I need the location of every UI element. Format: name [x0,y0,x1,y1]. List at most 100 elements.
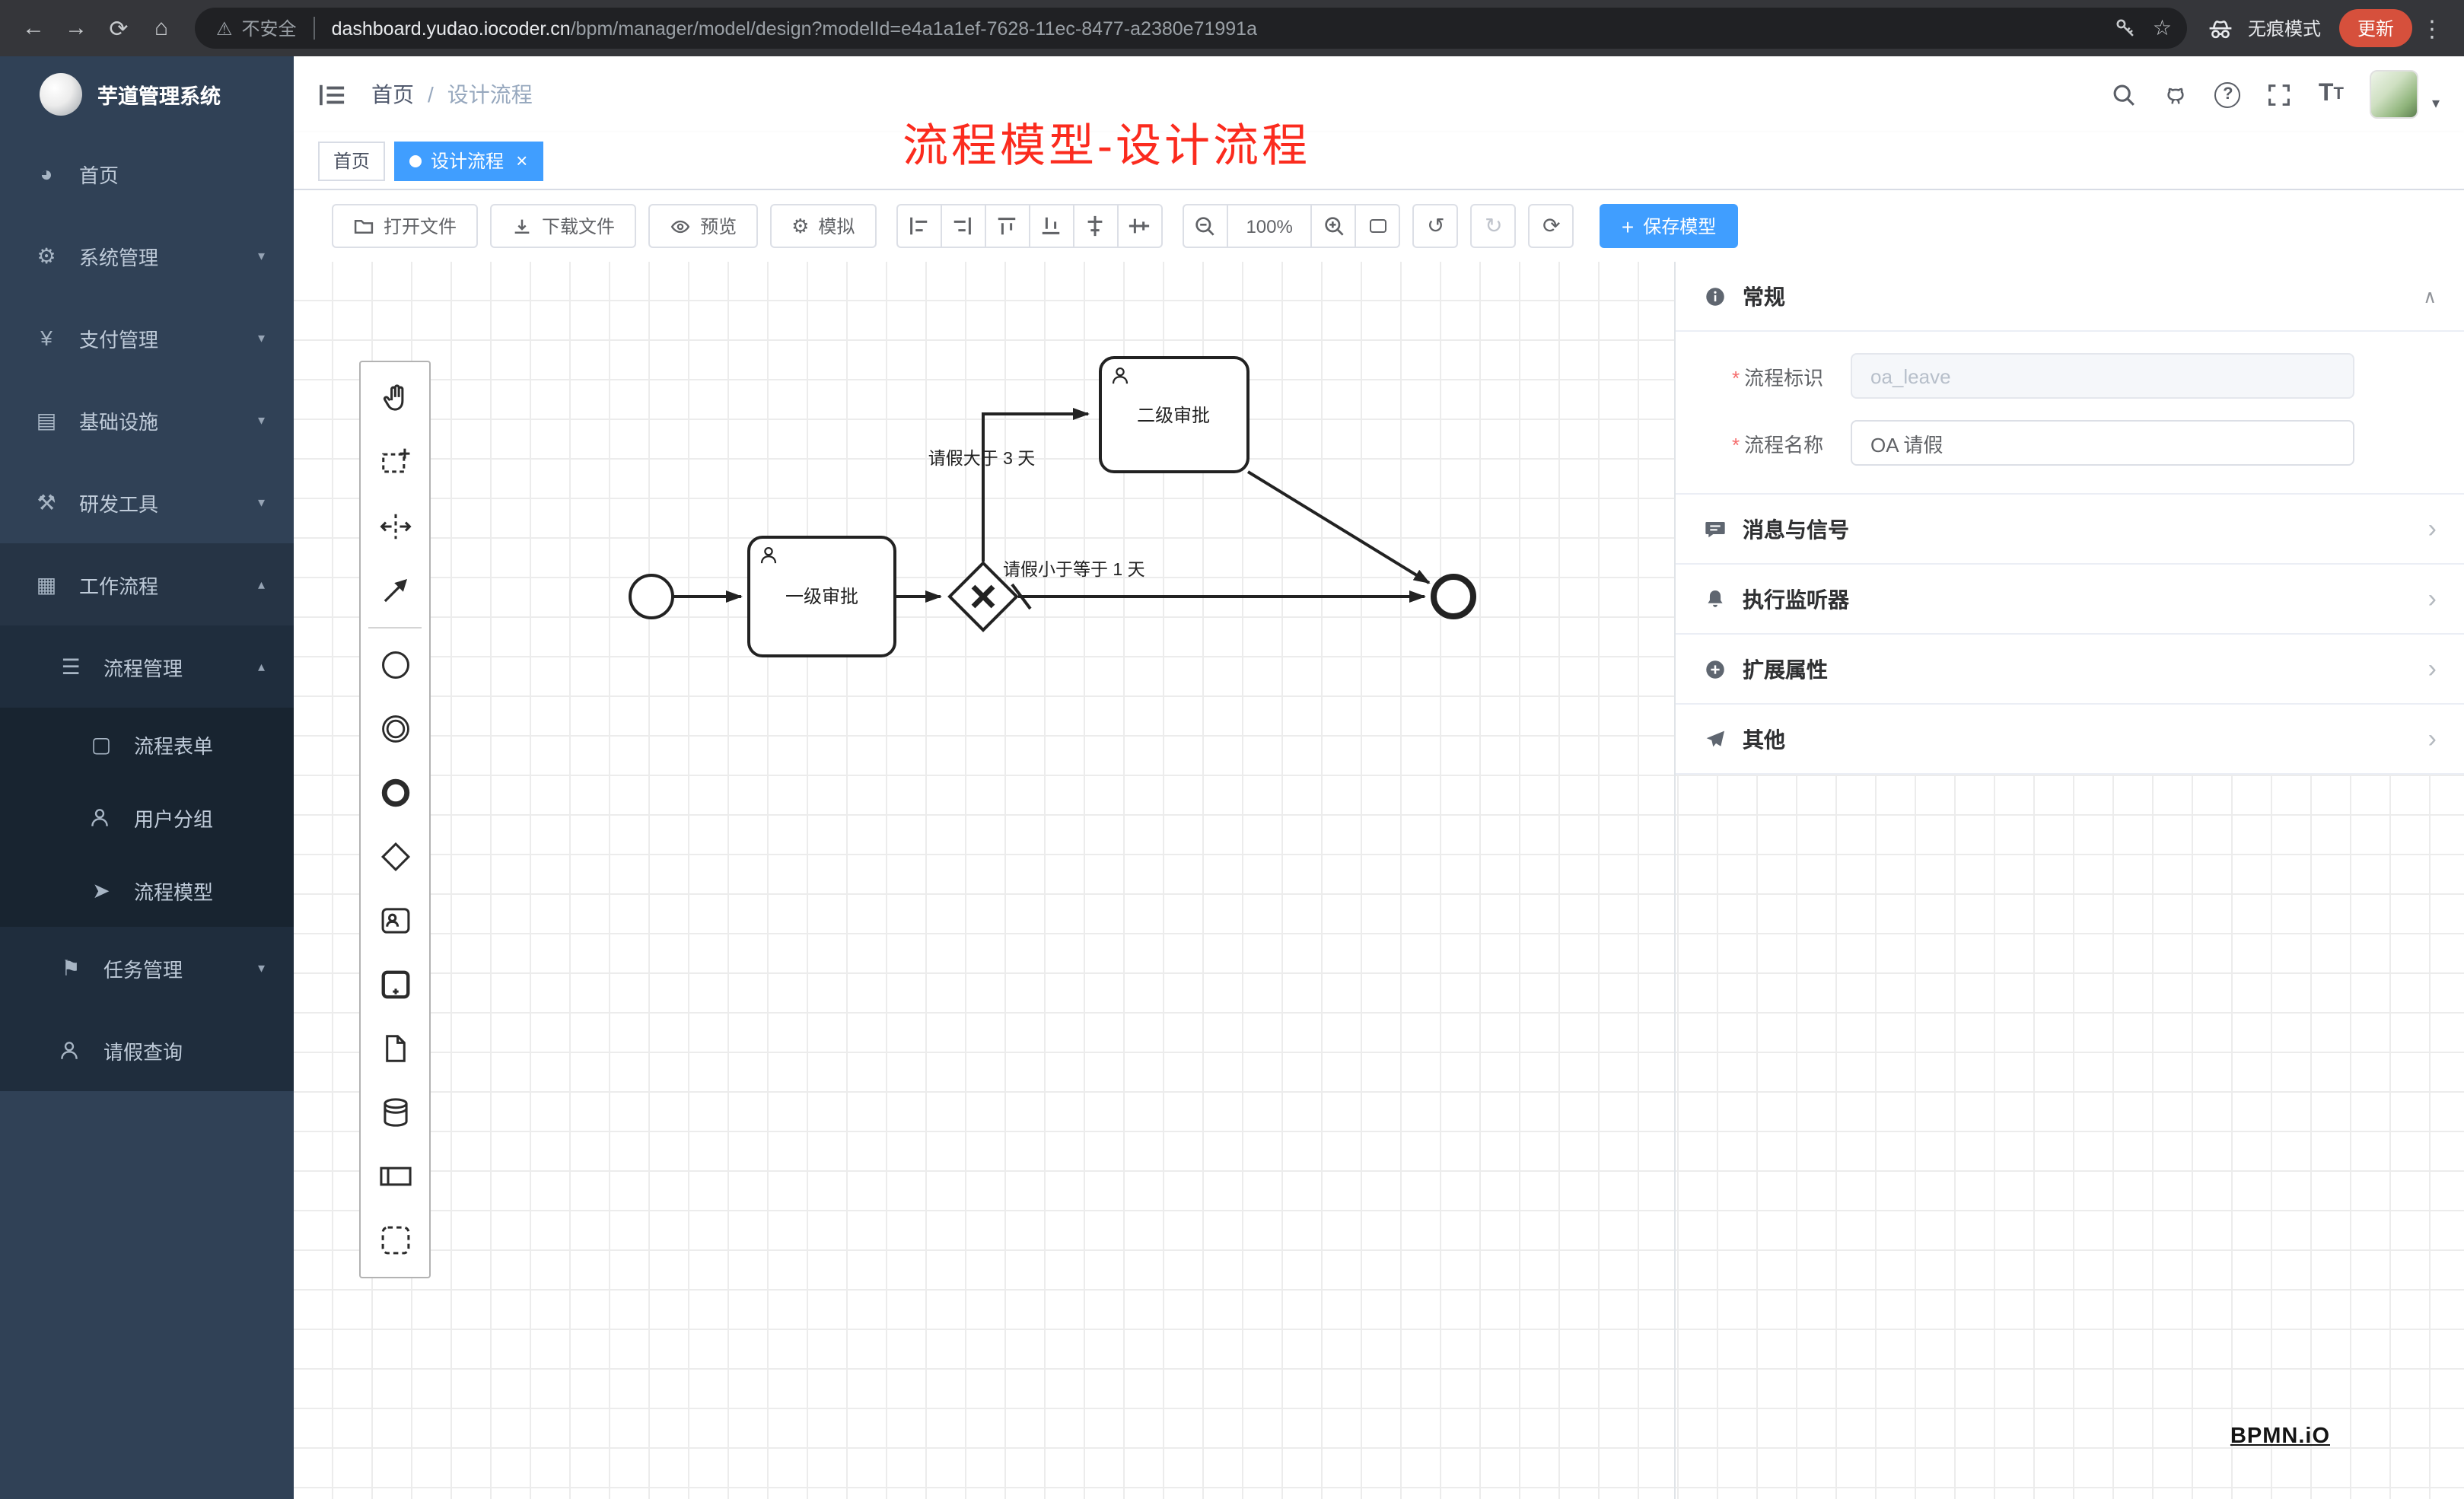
participant-icon[interactable] [361,1144,429,1208]
fullscreen-icon[interactable] [2267,81,2293,107]
tab-home[interactable]: 首页 [318,141,386,180]
restart-button[interactable]: ⟳ [1528,204,1574,248]
sidebar-item-user-group[interactable]: 用户分组 [0,781,294,854]
github-icon[interactable] [2163,81,2189,107]
flow-task2-to-end[interactable] [1246,470,1431,584]
tab-close-icon[interactable]: × [516,149,528,172]
simulate-button[interactable]: ⚙ 模拟 [770,204,877,248]
address-bar[interactable]: ⚠ 不安全 dashboard.yudao.iocoder.cn/bpm/man… [195,8,2187,49]
incognito-badge: 无痕模式 [2205,15,2321,41]
zoom-fit-button[interactable] [1355,204,1401,248]
data-object-icon[interactable] [361,1017,429,1080]
browser-forward-button[interactable]: → [65,15,88,41]
align-top-button[interactable] [984,204,1030,248]
key-icon[interactable] [2115,17,2138,40]
end-event[interactable] [1431,574,1476,619]
sidebar-item-workflow[interactable]: ▦ 工作流程 ▴ [0,543,294,625]
data-store-icon[interactable] [361,1080,429,1144]
download-file-button[interactable]: 下载文件 [490,204,637,248]
briefcase-icon: ▦ [36,572,57,597]
section-execution-listeners[interactable]: 执行监听器 › [1676,565,2464,635]
browser-chrome: ← → ⟳ ⌂ ⚠ 不安全 dashboard.yudao.iocoder.cn… [0,0,2464,56]
browser-back-button[interactable]: ← [22,15,45,41]
sidebar-item-infrastructure[interactable]: ▤ 基础设施 ▾ [0,379,294,461]
bpmn-canvas[interactable]: 一级审批 二级审批 请假大于 3 天 请假小于等于 [294,262,2464,1499]
flow-gateway-to-task2[interactable] [982,408,1090,562]
tab-design-process[interactable]: 设计流程 × [394,141,543,180]
flag-icon: ⚑ [61,956,81,980]
sidebar-item-process-model[interactable]: ➤ 流程模型 [0,854,294,927]
user-avatar[interactable] [2369,70,2418,119]
section-other[interactable]: 其他 › [1676,705,2464,775]
section-messages-signals[interactable]: 消息与信号 › [1676,495,2464,565]
user-task-level1[interactable]: 一级审批 [747,536,896,657]
space-tool-icon[interactable] [361,495,429,559]
section-general[interactable]: 常规 ∧ [1676,262,2464,332]
start-event-icon[interactable] [361,633,429,697]
align-middle-vertical-button[interactable] [1116,204,1163,248]
send-icon: ➤ [92,878,110,902]
zoom-in-button[interactable] [1310,204,1357,248]
browser-reload-button[interactable]: ⟳ [109,16,129,42]
breadcrumb-separator: / [428,82,434,107]
sidebar-item-payment-management[interactable]: ¥ 支付管理 ▾ [0,297,294,379]
gateway-icon[interactable] [361,825,429,889]
infrastructure-icon: ▤ [36,408,57,432]
browser-update-button[interactable]: 更新 [2338,9,2412,47]
sidebar-item-system-management[interactable]: ⚙ 系统管理 ▾ [0,215,294,297]
start-event[interactable] [629,574,674,619]
incognito-icon [2209,20,2232,38]
sidebar-item-dev-tools[interactable]: ⚒ 研发工具 ▾ [0,461,294,543]
flow-condition-label-le1[interactable]: 请假小于等于 1 天 [1003,559,1145,579]
process-key-input[interactable] [1851,353,2354,399]
app-logo[interactable]: 芋道管理系统 [0,56,294,132]
end-event-icon[interactable] [361,761,429,825]
chevron-down-icon: ▾ [257,494,265,509]
url-text[interactable]: dashboard.yudao.iocoder.cn/bpm/manager/m… [332,18,2103,39]
sidebar-item-process-management[interactable]: ☰ 流程管理 ▴ [0,625,294,708]
lasso-tool-icon[interactable] [361,431,429,495]
bpmn-diagram: 一级审批 二级审批 请假大于 3 天 请假小于等于 [629,356,1476,657]
global-connect-tool-icon[interactable] [361,559,429,622]
intermediate-event-icon[interactable] [361,697,429,761]
zoom-button-group: 100% [1182,204,1401,248]
preview-button[interactable]: 预览 [648,204,759,248]
breadcrumb-home[interactable]: 首页 [371,82,414,107]
align-right-button[interactable] [940,204,986,248]
redo-button[interactable]: ↻ [1470,204,1517,248]
bell-icon [1708,590,1723,606]
user-task-palette-icon[interactable] [361,889,429,953]
flow-condition-label-gt3[interactable]: 请假大于 3 天 [928,448,1036,468]
bpmn-io-logo[interactable]: BPMN.iO [2230,1424,2330,1449]
process-name-input[interactable] [1851,420,2354,466]
top-navbar: 首页 / 设计流程 ? [294,56,2464,132]
sidebar-item-task-management[interactable]: ⚑ 任务管理 ▾ [0,927,294,1009]
sidebar-item-process-form[interactable]: ▢ 流程表单 [0,708,294,781]
avatar-caret-icon[interactable]: ▾ [2431,96,2440,113]
browser-menu-icon[interactable]: ⋮ [2421,16,2443,42]
group-icon[interactable] [361,1208,429,1272]
user-task-level2[interactable]: 二级审批 [1099,356,1250,473]
section-extended-attributes[interactable]: 扩展属性 › [1676,635,2464,705]
search-icon[interactable] [2112,81,2138,107]
bookmark-star-icon[interactable]: ☆ [2152,15,2172,40]
undo-button[interactable]: ↺ [1412,204,1459,248]
zoom-out-button[interactable] [1182,204,1228,248]
site-security-chip[interactable]: ⚠ 不安全 [216,15,297,41]
browser-home-button[interactable]: ⌂ [154,15,169,41]
align-left-button[interactable] [896,204,942,248]
open-file-button[interactable]: 打开文件 [332,204,479,248]
gear-icon: ⚙ [37,243,56,268]
exclusive-gateway[interactable] [947,561,1019,632]
sidebar-item-leave-query[interactable]: 请假查询 [0,1009,294,1091]
properties-panel-column: 常规 ∧ *流程标识 *流程名称 [1674,262,2464,1499]
save-model-button[interactable]: + 保存模型 [1600,204,1738,248]
help-icon[interactable]: ? [2214,81,2241,107]
hand-tool-icon[interactable] [361,367,429,431]
call-activity-icon[interactable] [361,953,429,1017]
sidebar-collapse-icon[interactable] [318,81,347,107]
align-bottom-button[interactable] [1028,204,1074,248]
align-center-horizontal-button[interactable] [1072,204,1119,248]
sidebar-item-home[interactable]: ◕ 首页 [0,132,294,215]
